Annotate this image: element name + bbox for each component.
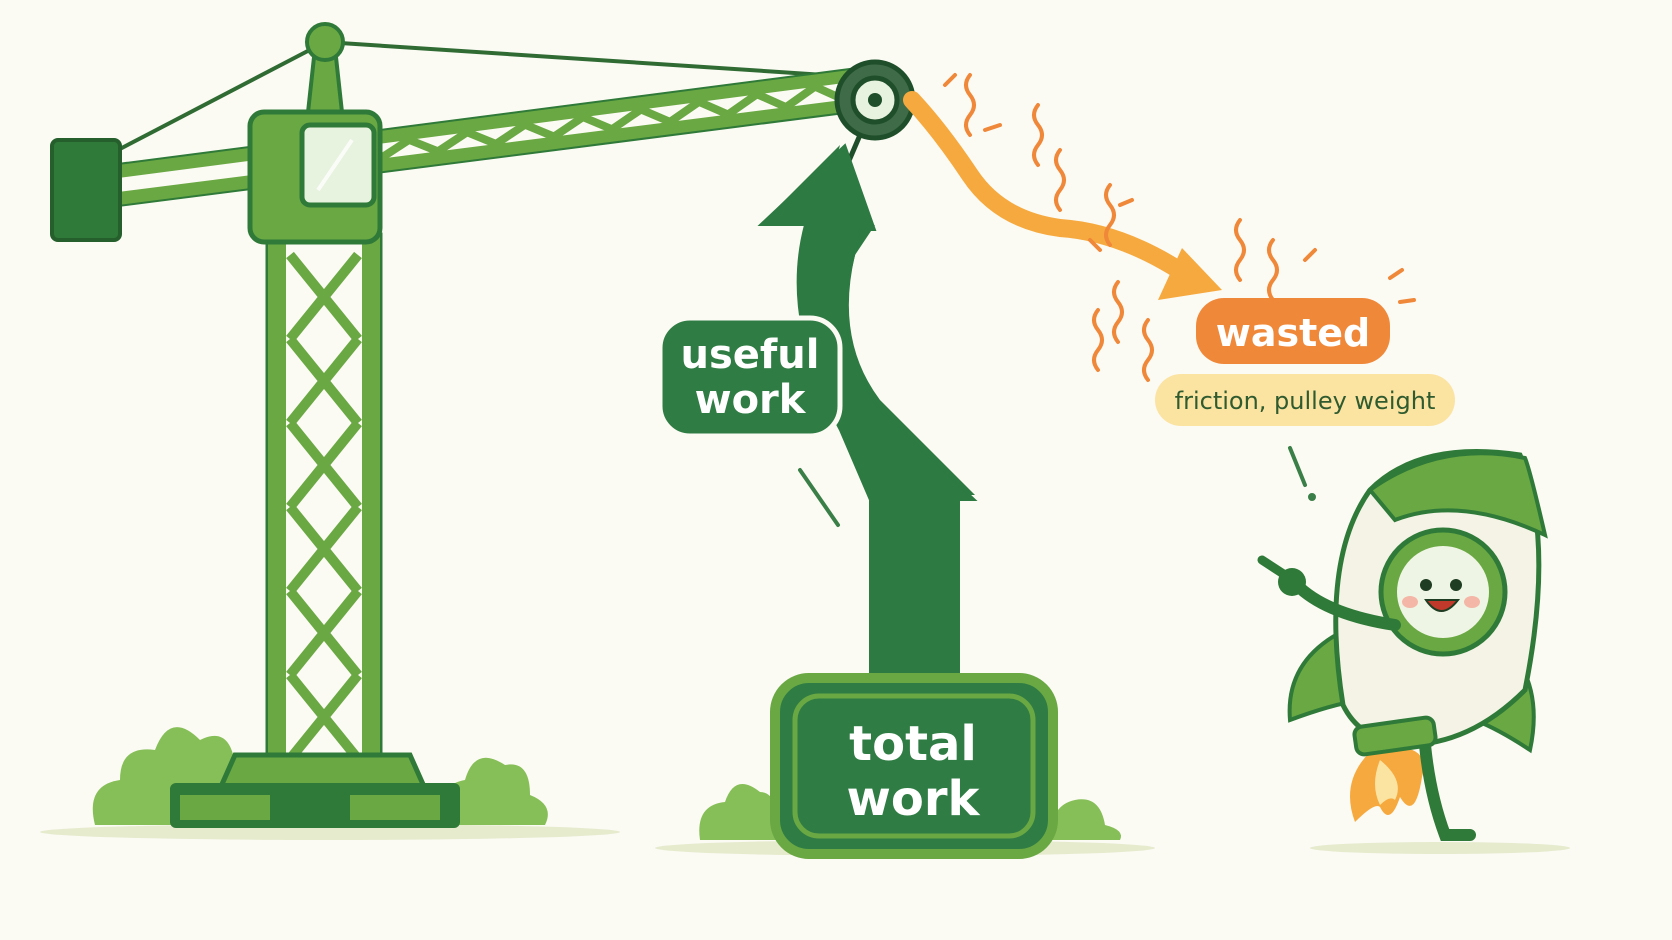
lattice-strut (435, 128, 470, 155)
lattice-strut (551, 113, 586, 140)
lattice-strut (377, 136, 412, 163)
heat-spark (1118, 198, 1134, 207)
lattice-strut (755, 90, 788, 111)
rocket-mascot-icon (1257, 449, 1548, 841)
heat-spark (1398, 298, 1416, 304)
heat-squiggle (1112, 280, 1124, 344)
useful-work-badge: useful work (657, 315, 843, 439)
crane-mast (265, 232, 383, 763)
total-work-box: total work (770, 673, 1058, 859)
heat-squiggle (1234, 218, 1246, 282)
lattice-strut (697, 98, 730, 119)
lattice-strut (667, 98, 702, 126)
heat-squiggle (1267, 238, 1279, 302)
lattice-strut (609, 106, 644, 133)
lattice-strut (493, 121, 528, 148)
lattice-strut (639, 105, 672, 126)
lattice-strut (286, 335, 362, 427)
total-work-label-line2: work (847, 771, 981, 827)
heat-spark (1088, 238, 1102, 252)
lattice-strut (725, 90, 760, 118)
lattice-strut (286, 251, 362, 343)
wasted-detail-label: friction, pulley weight (1175, 387, 1436, 415)
bush-arrow-left (699, 784, 780, 840)
wasted-detail-badge: friction, pulley weight (1155, 374, 1455, 426)
heat-squiggle (964, 73, 976, 137)
lattice-strut (286, 587, 362, 679)
wasted-energy-arrow (903, 91, 1222, 300)
useful-work-arrow (757, 143, 978, 690)
bush-arrow-right (1050, 799, 1121, 840)
heat-squiggle (1092, 308, 1104, 372)
pulley-icon (834, 59, 916, 171)
lattice-strut (286, 419, 362, 511)
wasted-badge: wasted (1196, 298, 1390, 364)
heat-squiggle (1142, 318, 1154, 382)
heat-spark (983, 123, 1002, 132)
heat-squiggle (1054, 148, 1066, 212)
tower-crane-icon (50, 22, 916, 828)
crane-cab (247, 109, 383, 245)
total-work-label-line1: total (849, 716, 977, 772)
lattice-strut (465, 128, 498, 148)
heat-squiggle-icon (943, 73, 1416, 382)
lattice-strut (407, 136, 440, 156)
lattice-strut (523, 120, 556, 141)
lattice-strut (783, 83, 818, 111)
heat-spark (1303, 248, 1317, 262)
heat-spark (1388, 268, 1404, 280)
wasted-label: wasted (1216, 311, 1371, 355)
crane-base (170, 752, 460, 828)
heat-squiggle (1032, 103, 1044, 167)
bush-right (439, 757, 548, 825)
heat-squiggle (1104, 183, 1116, 247)
mascot-attention-mark (1288, 446, 1316, 501)
useful-work-label-line1: useful (680, 332, 819, 378)
lattice-strut (286, 671, 362, 763)
lattice-strut (286, 503, 362, 595)
useful-work-label-line2: work (695, 377, 807, 423)
heat-spark (943, 73, 957, 87)
lattice-strut (581, 113, 614, 133)
